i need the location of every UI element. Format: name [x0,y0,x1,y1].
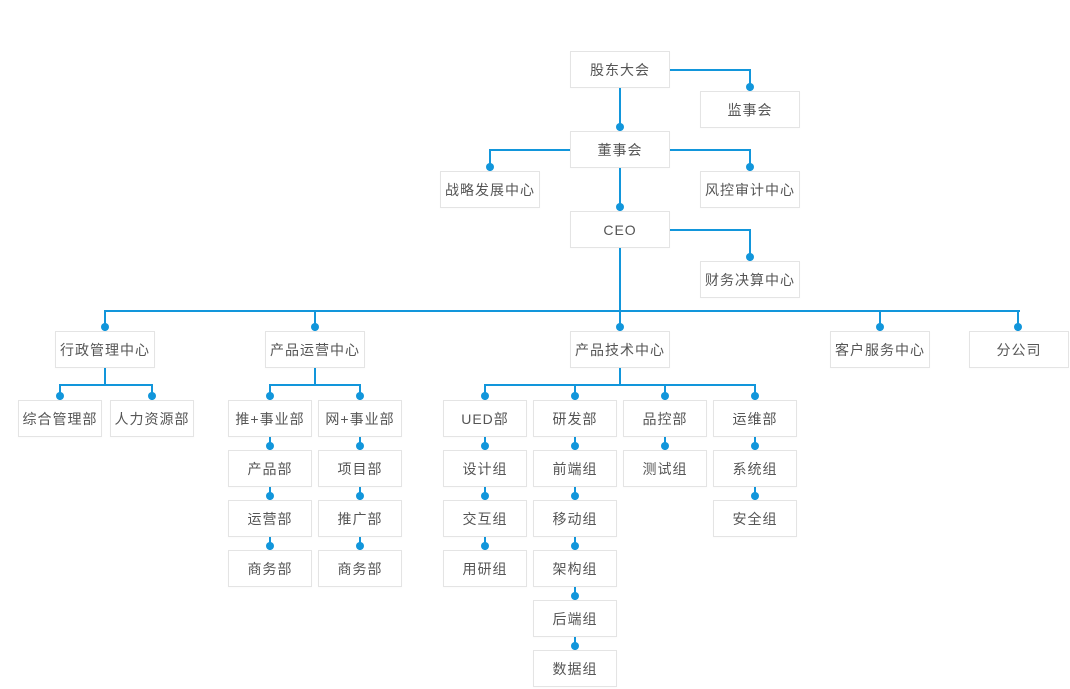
connector-admin-branch [59,384,153,386]
dot-operations-dept [266,492,274,500]
connector-ops-branch [269,384,361,386]
node-testing-group: 测试组 [623,450,707,487]
dot-design-group [481,442,489,450]
dot-hr [148,392,156,400]
dot-tui [266,392,274,400]
node-backend-group: 后端组 [533,600,617,637]
node-ued-dept: UED部 [443,400,527,437]
node-user-research-group: 用研组 [443,550,527,587]
node-mobile-group: 移动组 [533,500,617,537]
node-devops-dept: 运维部 [713,400,797,437]
node-general-mgmt-dept: 综合管理部 [18,400,102,437]
dot-tech-center [616,323,624,331]
connector-drop-tech-center [619,310,621,331]
dot-branch-company [1014,323,1022,331]
node-system-group: 系统组 [713,450,797,487]
dot-wang [356,392,364,400]
node-shareholders-meeting: 股东大会 [570,51,670,88]
node-security-group: 安全组 [713,500,797,537]
connector-tech-stem [619,368,621,385]
dot-security-group [751,492,759,500]
connector-main-spine [104,310,1020,312]
dot-backend-group [571,592,579,600]
node-qc-dept: 品控部 [623,400,707,437]
dot-ops-center [311,323,319,331]
dot-user-research-group [481,542,489,550]
node-risk-audit-center: 风控审计中心 [700,171,800,208]
node-wang-division: 网+事业部 [318,400,402,437]
connector-board-risk [670,149,751,151]
dot-architecture-group [571,542,579,550]
node-design-group: 设计组 [443,450,527,487]
connector-shareholders-board [619,88,621,131]
node-customer-service-center: 客户服务中心 [830,331,930,368]
node-interaction-group: 交互组 [443,500,527,537]
dot-supervisory [746,83,754,91]
dot-strategy [486,163,494,171]
node-strategy-center: 战略发展中心 [440,171,540,208]
node-promotion-dept: 推广部 [318,500,402,537]
node-operations-dept: 运营部 [228,500,312,537]
connector-shareholders-supervisory [670,69,751,71]
connector-drop-admin-center [104,310,106,331]
node-admin-center: 行政管理中心 [55,331,155,368]
node-product-dept: 产品部 [228,450,312,487]
node-architecture-group: 架构组 [533,550,617,587]
dot-ued [481,392,489,400]
connector-board-strategy [489,149,570,151]
dot-service-center [876,323,884,331]
dot-finance [746,253,754,261]
dot-system-group [751,442,759,450]
connector-board-ceo [619,168,621,211]
dot-business-tui [266,542,274,550]
connector-tech-branch [484,384,756,386]
node-board-of-directors: 董事会 [570,131,670,168]
dot-business-wang [356,542,364,550]
node-data-group: 数据组 [533,650,617,687]
node-business-dept-tui: 商务部 [228,550,312,587]
node-supervisory-board: 监事会 [700,91,800,128]
dot-risk [746,163,754,171]
connector-drop-finance [749,229,751,262]
dot-qc [661,392,669,400]
node-rd-dept: 研发部 [533,400,617,437]
connector-drop-strategy [489,149,491,172]
dot-devops [751,392,759,400]
dot-product-dept [266,442,274,450]
node-tech-center: 产品技术中心 [570,331,670,368]
connector-admin-stem [104,368,106,385]
dot-promotion-dept [356,492,364,500]
connector-ops-stem [314,368,316,385]
dot-interaction-group [481,492,489,500]
node-hr-dept: 人力资源部 [110,400,194,437]
dot-admin-center [101,323,109,331]
dot-ceo [616,203,624,211]
node-tui-division: 推+事业部 [228,400,312,437]
node-ceo: CEO [570,211,670,248]
connector-drop-branch-company [1017,310,1019,331]
node-project-dept: 项目部 [318,450,402,487]
dot-board [616,123,624,131]
connector-ceo-finance [670,229,751,231]
connector-drop-supervisory [749,69,751,92]
dot-testing-group [661,442,669,450]
connector-drop-risk [749,149,751,172]
node-branch-company: 分公司 [969,331,1069,368]
dot-project-dept [356,442,364,450]
node-business-dept-wang: 商务部 [318,550,402,587]
node-finance-center: 财务决算中心 [700,261,800,298]
dot-mobile-group [571,492,579,500]
dot-rd [571,392,579,400]
connector-drop-ops-center [314,310,316,331]
dot-general-mgmt [56,392,64,400]
node-product-ops-center: 产品运营中心 [265,331,365,368]
node-frontend-group: 前端组 [533,450,617,487]
dot-frontend-group [571,442,579,450]
connector-drop-service-center [879,310,881,331]
dot-data-group [571,642,579,650]
connector-ceo-spine [619,248,621,311]
